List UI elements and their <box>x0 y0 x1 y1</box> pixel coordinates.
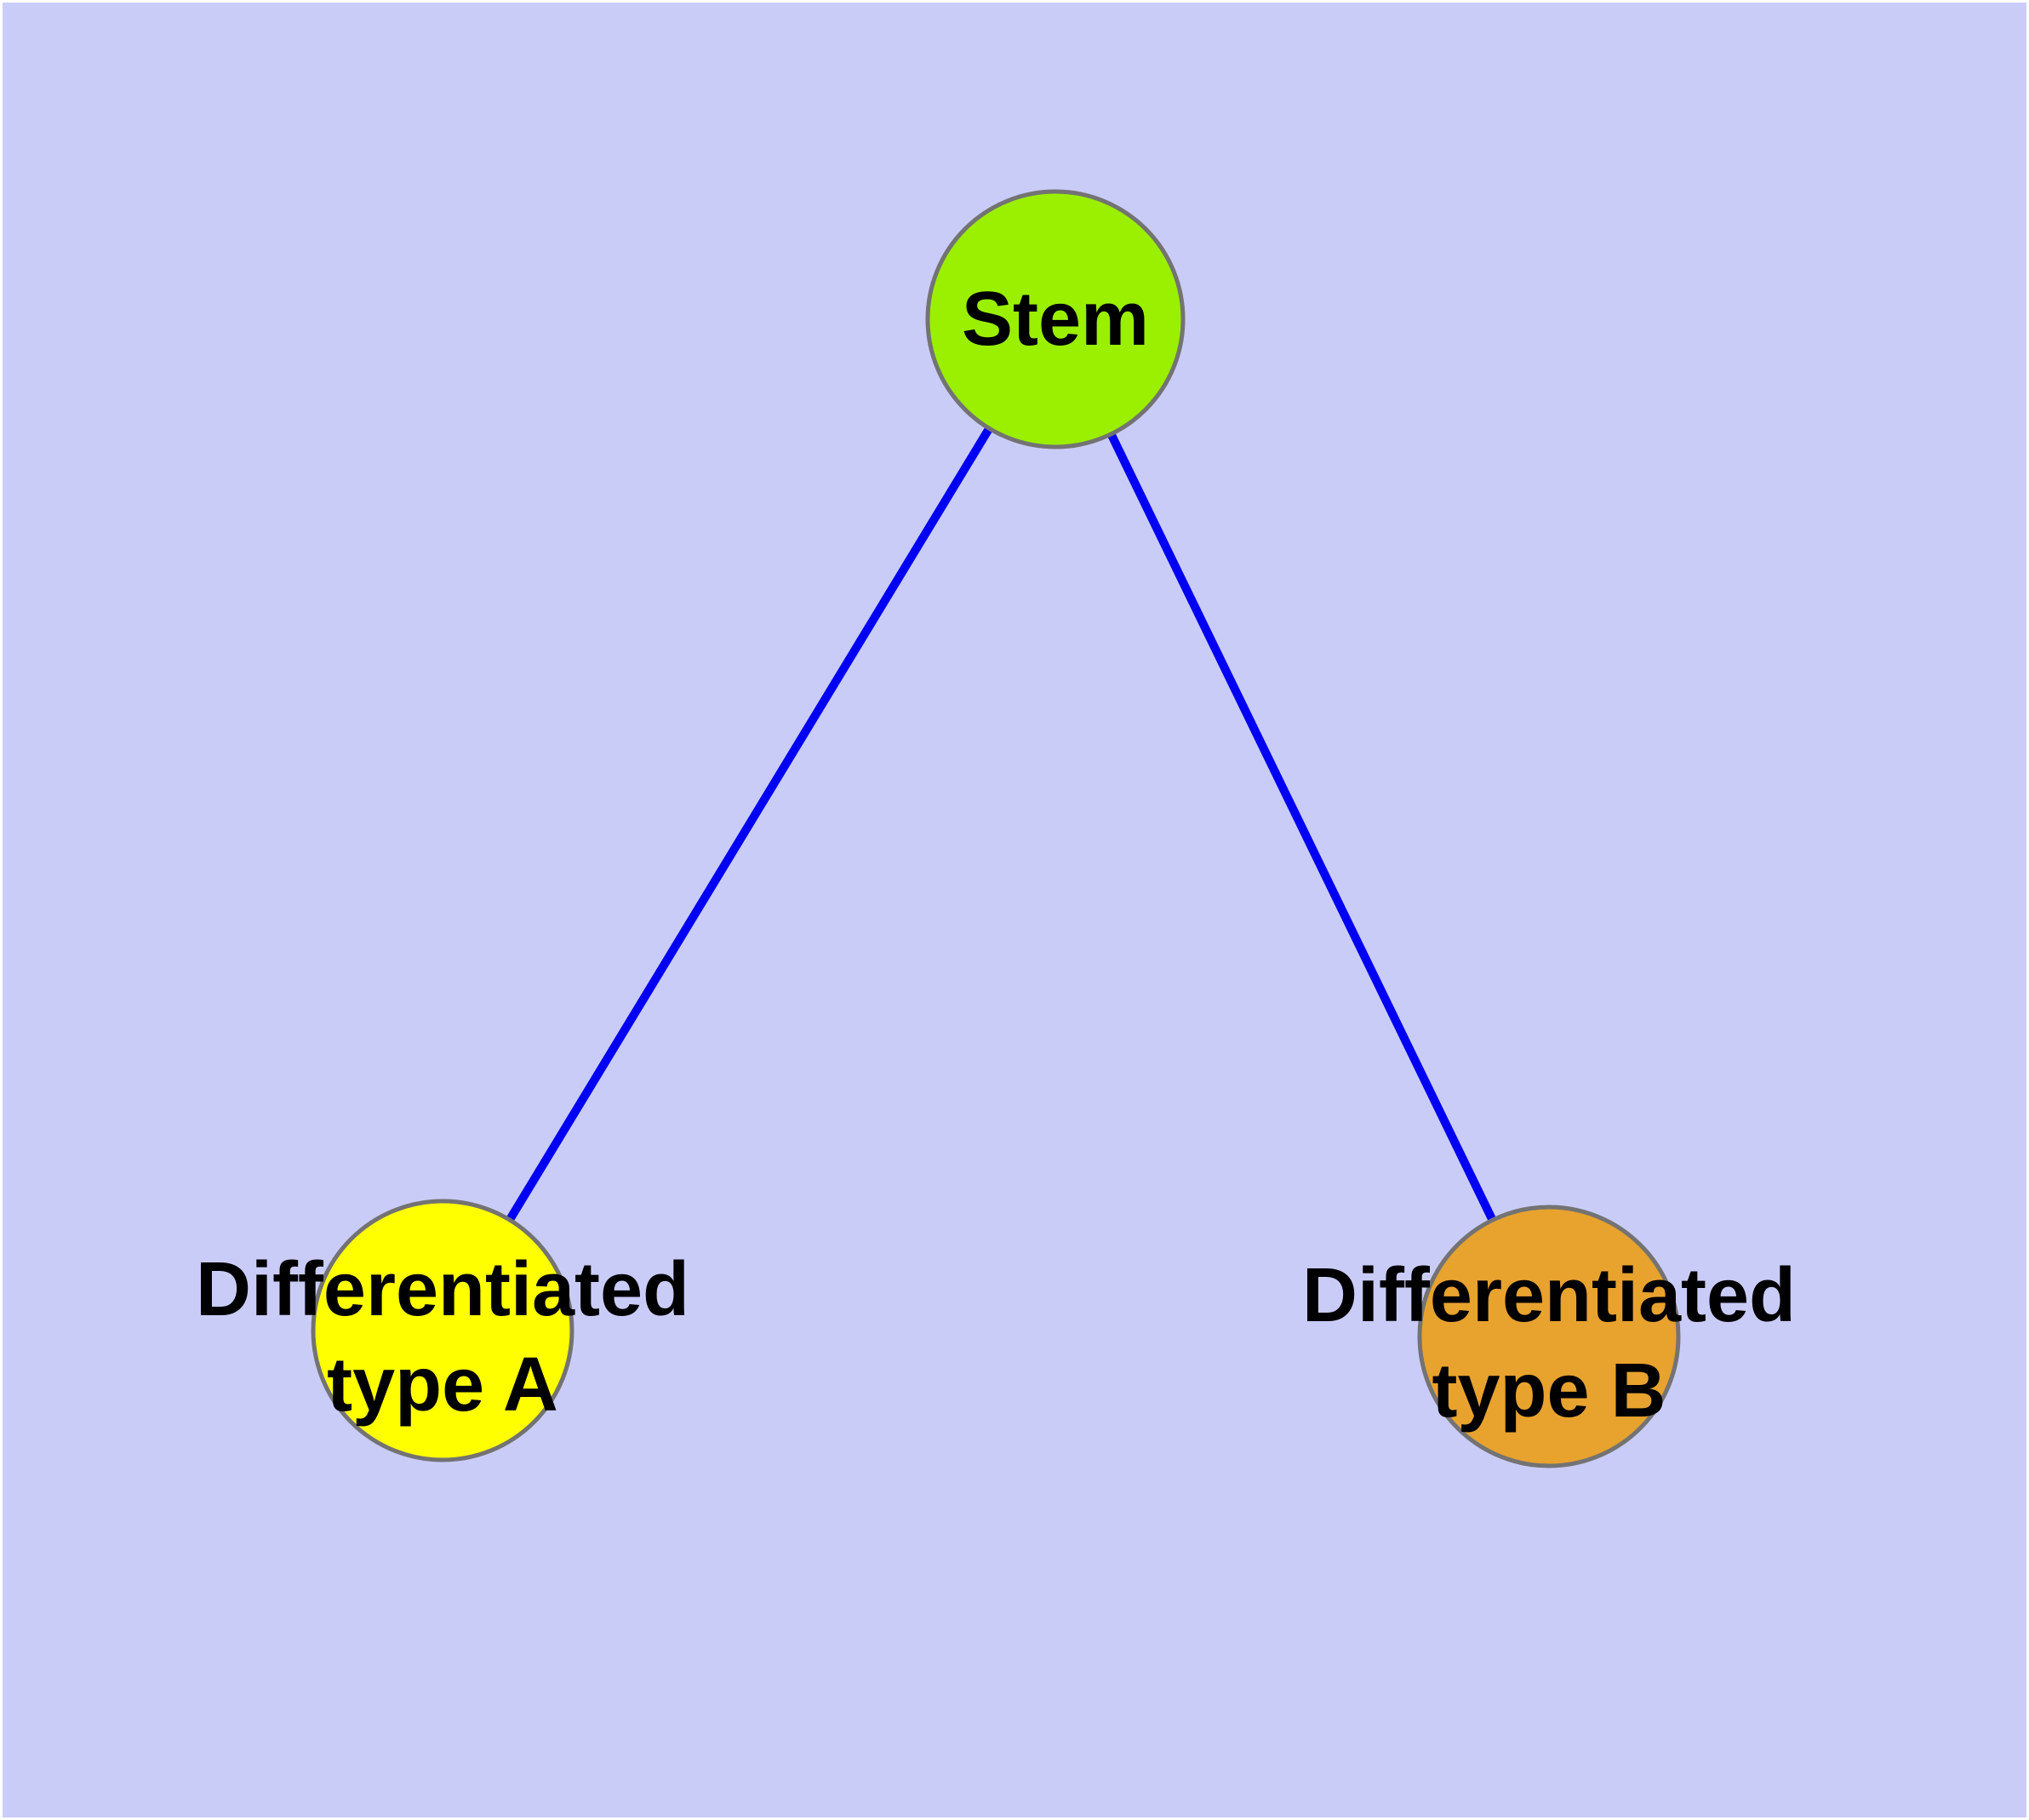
node-type-a <box>311 1199 574 1462</box>
node-stem-label: Stem <box>962 277 1149 362</box>
node-type-a-label-line2: type A <box>327 1342 558 1428</box>
node-type-b-label-line2: type B <box>1432 1348 1666 1434</box>
edge-stem-to-type-a <box>438 317 1060 1333</box>
node-type-b <box>1417 1205 1681 1468</box>
node-type-a-label-line1: Differentiated <box>196 1247 689 1332</box>
node-type-b-label-line1: Differentiated <box>1302 1253 1796 1338</box>
edge-stem-to-type-b <box>1051 317 1553 1339</box>
node-stem <box>925 189 1186 449</box>
